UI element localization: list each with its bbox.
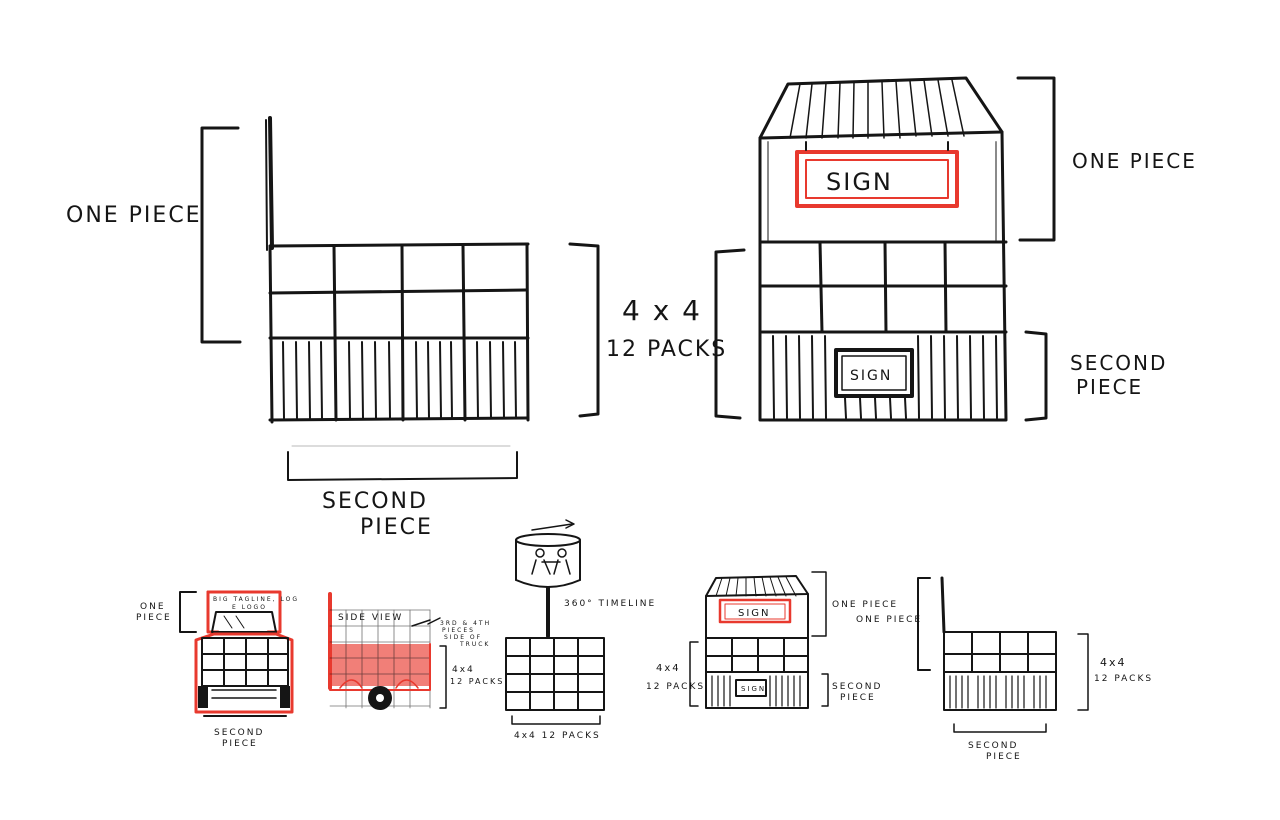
thumb-shop-label-12packs: 12 PACKS bbox=[646, 682, 705, 692]
thumb-shop-display bbox=[689, 571, 829, 709]
thumb-shop-label-second: SECOND bbox=[832, 682, 882, 692]
thumb-truck-label-one: ONE bbox=[140, 602, 166, 612]
thumb-lamp-label-360: 360° TIMELINE bbox=[564, 599, 656, 609]
thumb-lamp-label-bottom: 4x4 12 PACKS bbox=[514, 731, 601, 741]
thumb-side-note-4: TRUCK bbox=[459, 641, 490, 648]
thumb-truck-label-piece2: PIECE bbox=[222, 739, 258, 749]
sketch-b-label-one-piece: ONE PIECE bbox=[1072, 149, 1197, 173]
thumb-side-title: SIDE VIEW bbox=[338, 613, 403, 623]
sketch-b-sign-top: SIGN bbox=[826, 168, 893, 196]
sketch-b-label-piece: PIECE bbox=[1076, 375, 1143, 399]
thumb-simple-label-piece: PIECE bbox=[986, 752, 1022, 762]
thumb-simple-label-4x4: 4x4 bbox=[1100, 656, 1127, 669]
thumb-side-label-12packs: 12 PACKS bbox=[450, 677, 504, 686]
thumb-side-display bbox=[328, 592, 447, 710]
thumb-shop-label-one-piece: ONE PIECE bbox=[832, 600, 898, 610]
thumb-truck-display bbox=[179, 590, 294, 717]
thumb-shop-sign-bottom: SIGN bbox=[741, 685, 766, 693]
thumb-truck-label-second: SECOND bbox=[214, 728, 264, 738]
thumb-side-note-2: PIECES bbox=[442, 627, 475, 634]
sketch-a-label-piece: PIECE bbox=[360, 515, 433, 540]
thumb-simple-label-second: SECOND bbox=[968, 741, 1018, 751]
thumb-shop-sign-top: SIGN bbox=[738, 608, 771, 619]
thumb-side-note-1: 3RD & 4TH bbox=[440, 620, 491, 627]
sketch-a-label-4x4: 4 x 4 bbox=[622, 294, 702, 327]
sketch-a-label-12packs: 12 PACKS bbox=[606, 337, 727, 362]
sketch-a-label-one-piece: ONE PIECE bbox=[66, 203, 202, 228]
sketch-a-label-second: SECOND bbox=[322, 489, 428, 514]
thumb-truck-cab-text-1: BIG TAGLINE, LOG bbox=[213, 596, 299, 603]
thumb-side-note-3: SIDE OF bbox=[444, 634, 482, 641]
thumb-shop-label-4x4: 4x4 bbox=[656, 663, 681, 674]
thumb-shop-label-piece: PIECE bbox=[840, 693, 876, 703]
thumb-truck-cab-text-2: E LOGO bbox=[232, 604, 267, 611]
thumb-simple-label-one-piece: ONE PIECE bbox=[856, 615, 922, 625]
thumb-simple-display bbox=[917, 576, 1089, 733]
thumb-simple-label-12packs: 12 PACKS bbox=[1094, 674, 1153, 684]
thumb-lamp-display bbox=[505, 519, 605, 725]
sketch-b-label-second: SECOND bbox=[1070, 351, 1167, 375]
sketch-b-sign-bottom: SIGN bbox=[850, 368, 892, 384]
sketch-a-display bbox=[200, 116, 600, 481]
thumb-truck-label-piece: PIECE bbox=[136, 613, 172, 623]
sketch-b-display bbox=[714, 76, 1056, 422]
thumb-side-label-4x4: 4x4 bbox=[452, 665, 475, 675]
